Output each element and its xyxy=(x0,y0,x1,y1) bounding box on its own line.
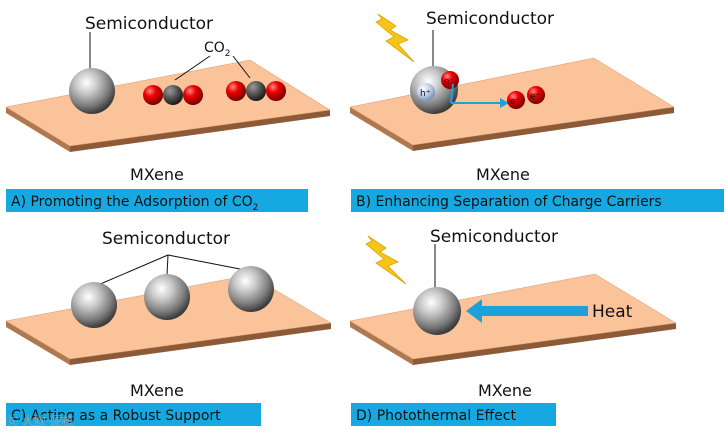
caption-b: B) Enhancing Separation of Charge Carrie… xyxy=(356,194,662,210)
semiconductor-sphere xyxy=(71,282,117,328)
lightning-icon xyxy=(365,235,407,285)
semiconductor-label: Semiconductor xyxy=(426,9,554,29)
hole-label: h⁺ xyxy=(420,89,431,99)
co2-molecule xyxy=(226,81,286,101)
semiconductor-sphere xyxy=(228,266,274,312)
electron-label: e⁻ xyxy=(444,77,455,87)
heat-label: Heat xyxy=(592,302,633,322)
electron-label: e⁻ xyxy=(510,97,521,107)
label-leader-line xyxy=(232,55,251,79)
mxene-slab-side xyxy=(70,323,331,365)
lightning-icon xyxy=(375,13,415,63)
label-leader-line xyxy=(166,254,169,276)
caption-d: D) Photothermal Effect xyxy=(356,408,516,424)
mxene-slab-side xyxy=(6,107,70,152)
electron-label: e⁻ xyxy=(530,92,541,102)
panel-c: Semiconductor MXene C) Acting as a Robus… xyxy=(5,229,332,426)
semiconductor-label: Semiconductor xyxy=(85,14,213,34)
electron-particle xyxy=(441,71,459,89)
mxene-slab-side xyxy=(6,321,70,365)
co2-molecule xyxy=(143,85,203,105)
mxene-slab-side xyxy=(350,107,413,151)
caption-box xyxy=(351,189,724,212)
electron-particle xyxy=(507,91,525,109)
label-leader-line xyxy=(174,55,211,81)
semiconductor-sphere xyxy=(144,274,190,320)
electron-particle xyxy=(527,86,545,104)
mxene-label: MXene xyxy=(130,381,184,400)
semiconductor-label: Semiconductor xyxy=(430,227,558,247)
label-leader-line xyxy=(167,254,246,271)
mxene-slab-side xyxy=(413,107,674,151)
mxene-label: MXene xyxy=(130,165,184,184)
semiconductor-sphere xyxy=(413,287,461,335)
semiconductor-label: Semiconductor xyxy=(102,229,230,249)
caption-c: C) Acting as a Robust Support xyxy=(11,408,221,424)
mxene-slab-top xyxy=(349,273,677,360)
caption-box xyxy=(6,403,261,426)
transfer-arrow xyxy=(450,83,454,104)
caption-a: A) Promoting the Adsorption of CO2 xyxy=(11,194,258,213)
arrow-head xyxy=(500,98,509,108)
heat-arrow-head xyxy=(466,299,482,323)
watermark: Ⓖ 大欧·硬核 xyxy=(6,414,74,428)
panel-d: Semiconductor Heat MXene D) Photothermal… xyxy=(349,227,677,426)
semiconductor-sphere xyxy=(69,68,115,114)
mxene-label: MXene xyxy=(476,165,530,184)
hole-particle xyxy=(417,83,435,101)
co2-label: CO2 xyxy=(204,40,231,59)
panel-b: h⁺ e⁻ e⁻ e⁻ Semiconductor MXene B) Enhan… xyxy=(349,9,724,212)
heat-arrow-shaft xyxy=(482,306,588,316)
caption-box xyxy=(351,403,556,426)
mxene-slab-side xyxy=(413,323,676,365)
mxene-slab-side xyxy=(70,110,330,152)
mxene-slab-side xyxy=(350,321,413,365)
label-leader-line xyxy=(97,254,169,286)
caption-box xyxy=(6,189,308,212)
mxene-label: MXene xyxy=(478,381,532,400)
panel-a: Semiconductor CO2 MXene A) Promoting the… xyxy=(5,14,331,213)
